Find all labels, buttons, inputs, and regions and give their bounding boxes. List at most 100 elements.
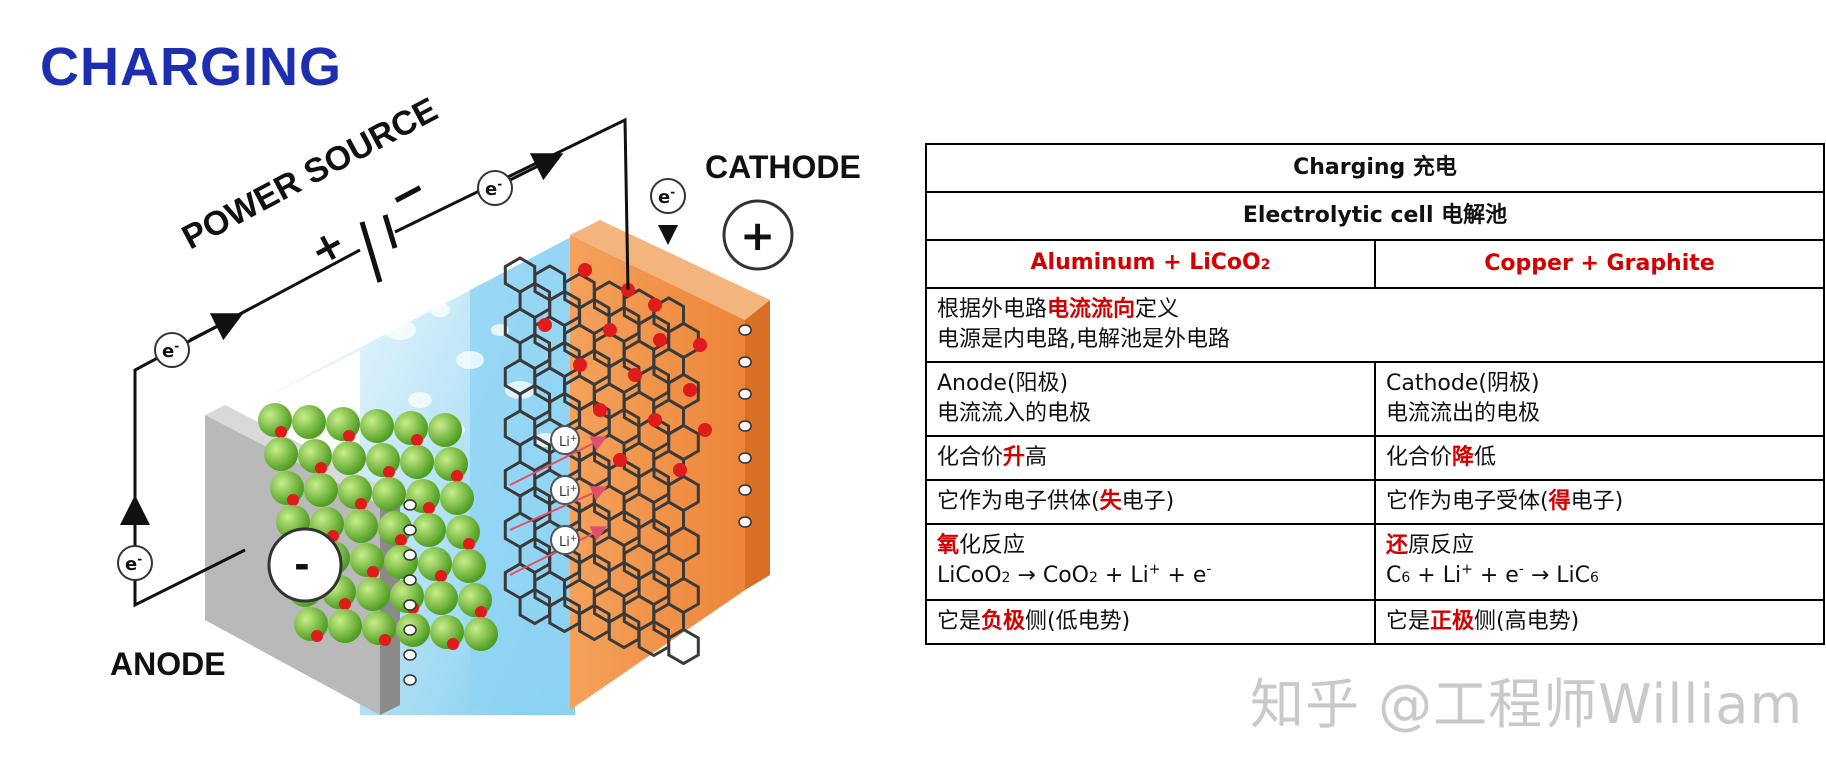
- table-row: 氧化反应 LiCoO2 → CoO2 + Li+ + e- 还原反应 C6 + …: [926, 524, 1824, 600]
- cathode-cell: Cathode(阴极) 电流流出的电极: [1375, 362, 1824, 436]
- graphite-particle: [264, 437, 298, 471]
- charging-comparison-table: Charging 充电 Electrolytic cell 电解池 Alumin…: [925, 143, 1825, 645]
- graphite-particle: [428, 413, 462, 447]
- electron-dot: [404, 525, 416, 535]
- li-ion-dot: [383, 466, 395, 478]
- li-ion-2: Li+: [551, 476, 579, 504]
- electron-dot: [404, 600, 416, 610]
- li-ion-dot: [395, 534, 407, 546]
- electron-dot: [739, 325, 751, 335]
- cathode-plus-icon: +: [724, 201, 792, 269]
- graphite-particle: [304, 473, 338, 507]
- graphite-particle: [344, 509, 378, 543]
- li-ion-dot: [613, 453, 627, 467]
- li-ion-dot: [423, 502, 435, 514]
- svg-text:+: +: [740, 211, 775, 260]
- electron-dot: [739, 517, 751, 527]
- battery-charging-diagram: Li+ Li+ Li+ + − POWER SOURCE CATHODE + A…: [0, 0, 900, 771]
- electron-dot: [739, 485, 751, 495]
- li-ion-dot: [275, 426, 287, 438]
- power-source-symbol: [362, 215, 395, 282]
- electron-dot: [739, 421, 751, 431]
- li-ion-dot: [653, 333, 667, 347]
- table-row: 根据外电路电流流向定义 电源是内电路,电解池是外电路: [926, 288, 1824, 362]
- table-row: 它是负极侧(低电势) 它是正极侧(高电势): [926, 600, 1824, 644]
- li-ion-dot: [648, 298, 662, 312]
- table-row: Electrolytic cell 电解池: [926, 192, 1824, 240]
- electron-marker-3: e-: [651, 179, 685, 245]
- li-ion-dot: [683, 383, 697, 397]
- li-ion-dot: [379, 634, 391, 646]
- li-ion-dot: [435, 570, 447, 582]
- li-ion-dot: [451, 470, 463, 482]
- li-ion-dot: [693, 338, 707, 352]
- anode-cell: Anode(阳极) 电流流入的电极: [926, 362, 1375, 436]
- li-ion-dot: [339, 598, 351, 610]
- li-ion-dot: [593, 403, 607, 417]
- reduction-cell: 还原反应 C6 + Li+ + e- → LiC6: [1375, 524, 1824, 600]
- li-ion-dot: [698, 423, 712, 437]
- negative-side-cell: 它是负极侧(低电势): [926, 600, 1375, 644]
- watermark: 知乎 @工程师William: [1250, 660, 1803, 739]
- table-row: Aluminum + LiCoO2 Copper + Graphite: [926, 240, 1824, 288]
- graphite-particle: [440, 481, 474, 515]
- graphite-particle: [424, 581, 458, 615]
- li-ion-dot: [315, 462, 327, 474]
- graphite-hex: [669, 630, 699, 664]
- electron-marker-4: e-: [118, 546, 152, 580]
- li-ion-dot: [578, 263, 592, 277]
- electron-dot: [404, 500, 416, 510]
- li-ion-3: Li+: [551, 526, 579, 554]
- positive-side-cell: 它是正极侧(高电势): [1375, 600, 1824, 644]
- graphite-particle: [372, 477, 406, 511]
- table-subtitle: Electrolytic cell 电解池: [926, 192, 1824, 240]
- electron-dot: [404, 575, 416, 585]
- anode-minus-icon: -: [269, 529, 341, 601]
- acceptor-cell: 它作为电子受体(得电子): [1375, 480, 1824, 524]
- electron-dot: [739, 357, 751, 367]
- battery-plus-sign: +: [302, 219, 353, 275]
- graphite-particle: [400, 445, 434, 479]
- col-header-left: Aluminum + LiCoO2: [926, 240, 1375, 288]
- graphite-particle: [452, 549, 486, 583]
- electron-dot: [739, 389, 751, 399]
- svg-text:-: -: [294, 543, 310, 587]
- li-ion-dot: [475, 606, 487, 618]
- li-ion-dot: [343, 430, 355, 442]
- table-row: Charging 充电: [926, 144, 1824, 192]
- electron-marker-1: e-: [155, 333, 189, 367]
- oxidation-cell: 氧化反应 LiCoO2 → CoO2 + Li+ + e-: [926, 524, 1375, 600]
- electron-dot: [404, 650, 416, 660]
- table-row: 它作为电子供体(失电子) 它作为电子受体(得电子): [926, 480, 1824, 524]
- li-ion-dot: [411, 434, 423, 446]
- electron-dot: [404, 550, 416, 560]
- graphite-particle: [332, 441, 366, 475]
- electron-dot: [404, 675, 416, 685]
- li-ion-dot: [355, 498, 367, 510]
- valence-right-cell: 化合价降低: [1375, 436, 1824, 480]
- graphite-particle: [464, 617, 498, 651]
- li-ion-dot: [287, 494, 299, 506]
- li-ion-dot: [648, 413, 662, 427]
- donor-cell: 它作为电子供体(失电子): [926, 480, 1375, 524]
- electron-dot: [404, 625, 416, 635]
- graphite-particle: [360, 409, 394, 443]
- li-ion-dot: [538, 318, 552, 332]
- li-ion-dot: [673, 463, 687, 477]
- li-ion-dot: [367, 566, 379, 578]
- graphite-particle: [412, 513, 446, 547]
- li-ion-dot: [447, 638, 459, 650]
- li-ion-dot: [628, 368, 642, 382]
- table-row: Anode(阳极) 电流流入的电极 Cathode(阴极) 电流流出的电极: [926, 362, 1824, 436]
- definition-cell: 根据外电路电流流向定义 电源是内电路,电解池是外电路: [926, 288, 1824, 362]
- col-header-right: Copper + Graphite: [1375, 240, 1824, 288]
- electron-dot: [739, 453, 751, 463]
- table-row: 化合价升高 化合价降低: [926, 436, 1824, 480]
- graphite-particle: [356, 577, 390, 611]
- li-ion-dot: [573, 358, 587, 372]
- anode-label: ANODE: [110, 646, 226, 682]
- graphite-particle: [292, 405, 326, 439]
- li-ion-dot: [603, 323, 617, 337]
- li-ion-dot: [311, 630, 323, 642]
- electron-marker-2: e-: [478, 171, 512, 205]
